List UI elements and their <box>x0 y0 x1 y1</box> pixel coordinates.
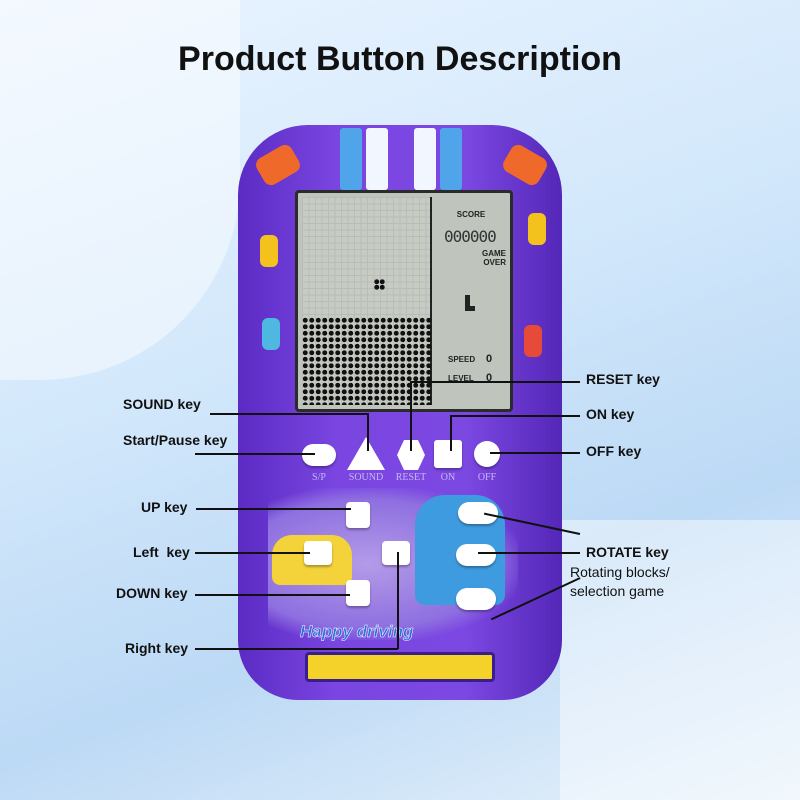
rotate-key-label: ROTATE key <box>586 544 669 560</box>
rotate-button[interactable] <box>456 544 496 566</box>
callout-line <box>478 552 580 554</box>
happy-driving-logo: Happy driving <box>300 622 414 642</box>
right-key-label: Right key <box>125 640 189 656</box>
start-pause-button[interactable] <box>302 444 336 466</box>
callout-line <box>450 415 452 451</box>
car-sticker-icon <box>262 318 280 350</box>
speed-label: SPEED <box>448 355 476 364</box>
on-key-label: ON key <box>586 406 635 422</box>
car-sticker-icon <box>528 213 546 245</box>
callout-line <box>410 381 580 383</box>
level-label: LEVEL <box>448 374 474 383</box>
score-value: 000000 <box>444 227 497 246</box>
grille <box>305 652 495 682</box>
up-key-label: UP key <box>141 499 188 515</box>
sound-label: SOUND <box>348 472 384 483</box>
level-value: 0 <box>486 372 493 384</box>
callout-line <box>397 552 399 649</box>
off-button[interactable] <box>474 441 500 467</box>
lcd-screen: SCORE 000000 GAME OVER SPEED 0 LEVEL 0 <box>295 190 513 412</box>
stripe <box>366 128 388 190</box>
down-key-label: DOWN key <box>116 585 188 601</box>
callout-line <box>196 508 351 510</box>
left-key-label: Left key <box>133 544 190 560</box>
down-button[interactable] <box>346 580 370 606</box>
reset-label: RESET <box>395 472 427 483</box>
on-button[interactable] <box>434 440 462 468</box>
car-sticker-icon <box>524 325 542 357</box>
car-sticker-icon <box>260 235 278 267</box>
right-button[interactable] <box>382 541 410 565</box>
page-title: Product Button Description <box>178 40 622 78</box>
callout-line <box>367 413 369 451</box>
start-pause-key-label: Start/Pause key <box>123 432 228 448</box>
callout-line <box>195 648 398 650</box>
score-label: SCORE <box>456 210 486 219</box>
sound-button[interactable] <box>347 437 385 470</box>
sound-key-label: SOUND key <box>123 396 201 412</box>
block-stack <box>302 317 432 405</box>
on-label: ON <box>440 472 456 483</box>
sp-label: S/P <box>312 472 326 483</box>
stripe <box>440 128 462 190</box>
rotate-desc: Rotating blocks/ <box>570 564 670 580</box>
speed-value: 0 <box>486 353 493 365</box>
callout-line <box>490 452 580 454</box>
callout-line <box>410 381 412 451</box>
next-piece <box>465 295 475 311</box>
callout-line <box>210 413 368 415</box>
bg-shape <box>560 520 800 800</box>
up-button[interactable] <box>346 502 370 528</box>
rotate-button[interactable] <box>458 502 498 524</box>
stripe <box>414 128 436 190</box>
game-over-text: GAME OVER <box>482 249 506 267</box>
callout-line <box>450 415 580 417</box>
reset-key-label: RESET key <box>586 371 660 387</box>
rotate-desc: selection game <box>570 583 665 599</box>
callout-line <box>195 453 315 455</box>
callout-line <box>195 552 310 554</box>
off-label: OFF <box>477 472 497 483</box>
stripe <box>340 128 362 190</box>
falling-block <box>374 279 385 290</box>
callout-line <box>195 594 350 596</box>
rotate-button[interactable] <box>456 588 496 610</box>
off-key-label: OFF key <box>586 443 642 459</box>
